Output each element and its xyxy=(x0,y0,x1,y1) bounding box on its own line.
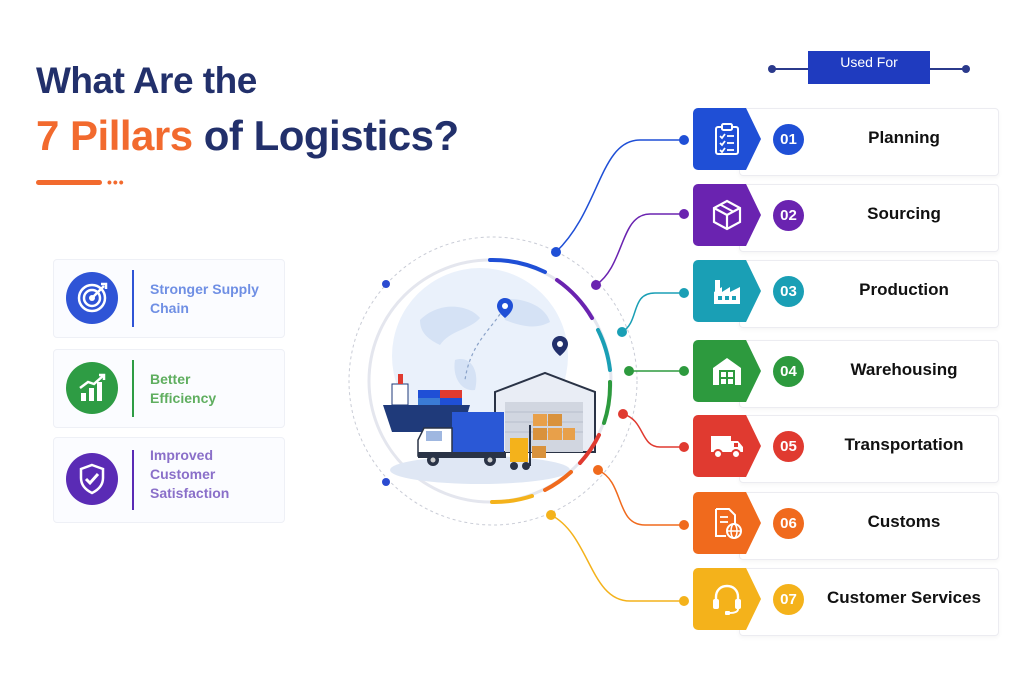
pillar-production: 03 Production xyxy=(693,260,999,328)
pillar-warehousing: 04 Warehousing xyxy=(693,340,999,408)
arc-segment-customs xyxy=(543,470,573,492)
headset-icon xyxy=(693,568,761,630)
shield-check-icon xyxy=(66,453,118,505)
pillar-label: Transportation xyxy=(844,435,964,454)
factory-icon xyxy=(693,260,761,322)
used-for-dot-right xyxy=(962,65,970,73)
used-for-dot-left xyxy=(768,65,776,73)
pillar-number: 02 xyxy=(773,200,804,231)
pillar-number: 04 xyxy=(773,356,804,387)
used-for-label: Used For xyxy=(808,51,930,84)
map-pin-icon xyxy=(497,298,513,318)
pillar-label: Planning xyxy=(868,128,940,147)
target-icon xyxy=(66,272,118,324)
arc-segment-customer-services xyxy=(490,494,534,505)
pillar-planning: 01 Planning xyxy=(693,108,999,176)
pillar-customs: 06 Customs xyxy=(693,492,999,560)
pillar-label: Warehousing xyxy=(850,360,958,379)
benefit-separator xyxy=(132,360,134,417)
title-rest: of Logistics? xyxy=(192,112,459,159)
arc-segment-planning xyxy=(488,257,547,274)
benefit-label: Stronger Supply Chain xyxy=(150,281,259,316)
connector-planning xyxy=(555,139,684,253)
truck-icon xyxy=(693,415,761,477)
connector-customer-services xyxy=(550,514,684,602)
delivery-truck-icon xyxy=(417,412,506,466)
title-underline xyxy=(36,180,102,185)
pillar-number: 06 xyxy=(773,508,804,539)
outer-dashed-ring xyxy=(348,236,638,526)
forklift-icon xyxy=(510,425,546,470)
box-icon xyxy=(693,184,761,246)
page-title-line-1: What Are the xyxy=(36,60,257,101)
pillar-sourcing: 02 Sourcing xyxy=(693,184,999,252)
benefit-better-efficiency: Better Efficiency xyxy=(53,349,285,428)
document-globe-icon xyxy=(693,492,761,554)
pillar-label: Production xyxy=(859,280,949,299)
pillar-customer-services: 07 Customer Services xyxy=(693,568,999,636)
growth-chart-icon xyxy=(66,362,118,414)
pillar-label: Customs xyxy=(867,512,941,531)
benefit-improved-customer-satisfaction: Improved Customer Satisfaction xyxy=(53,437,285,523)
arc-segment-sourcing xyxy=(555,278,594,320)
arc-segment-warehousing xyxy=(602,380,613,425)
arc-segment-production xyxy=(596,328,612,372)
page-title-line-2: 7 Pillars of Logistics? xyxy=(36,112,459,160)
connector-production xyxy=(621,292,684,333)
pillar-number: 01 xyxy=(773,124,804,155)
arc-segment-transportation xyxy=(578,433,601,465)
benefit-label: Better Efficiency xyxy=(150,371,217,406)
benefit-label: Improved Customer Satisfaction xyxy=(150,447,230,501)
benefit-separator xyxy=(132,270,134,327)
pillar-label: Customer Services xyxy=(826,588,982,607)
ring-dot xyxy=(382,280,390,288)
pillar-number: 07 xyxy=(773,584,804,615)
pillar-transportation: 05 Transportation xyxy=(693,415,999,483)
connector-customs xyxy=(597,469,684,526)
cargo-ship-icon xyxy=(383,374,470,432)
connector-transportation xyxy=(622,413,684,448)
map-pin-icon xyxy=(552,336,568,356)
pillar-label: Sourcing xyxy=(867,204,941,223)
ring-dot xyxy=(382,478,390,486)
warehouse-icon xyxy=(693,340,761,402)
benefit-stronger-supply-chain: Stronger Supply Chain xyxy=(53,259,285,338)
clipboard-checklist-icon xyxy=(693,108,761,170)
title-accent: 7 Pillars xyxy=(36,112,193,159)
pillar-number: 03 xyxy=(773,276,804,307)
title-underline-dots: ••• xyxy=(107,174,125,190)
pillar-number: 05 xyxy=(773,431,804,462)
benefit-separator xyxy=(132,450,134,510)
connector-sourcing xyxy=(595,213,684,286)
